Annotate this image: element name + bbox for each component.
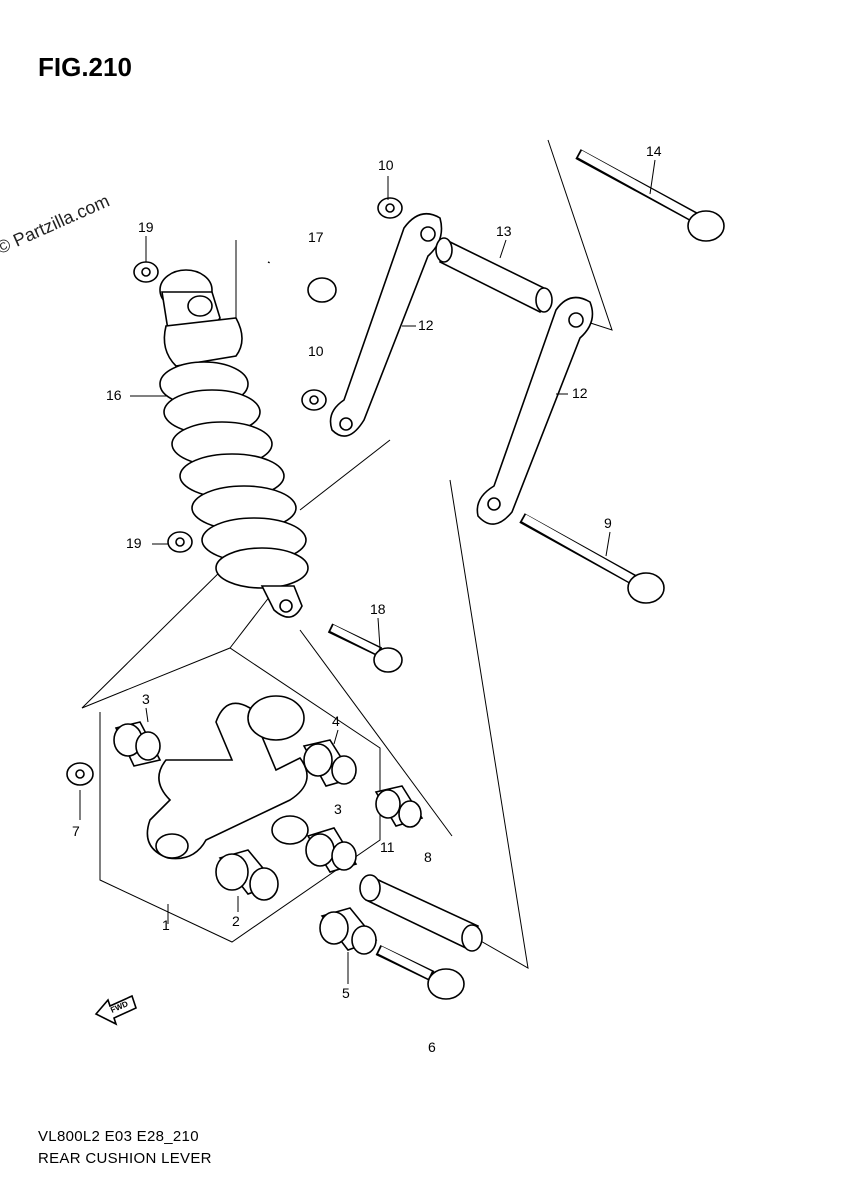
callout-18: 18	[370, 601, 386, 617]
callout-14: 14	[646, 143, 662, 159]
bearing-3-left[interactable]	[113, 721, 162, 767]
callout-19-lower: 19	[126, 535, 142, 551]
rear-shock-absorber[interactable]	[159, 269, 309, 618]
callout-9: 9	[604, 515, 612, 531]
callout-6: 6	[428, 1039, 436, 1055]
callout-8: 8	[424, 849, 432, 865]
callout-13: 13	[496, 223, 512, 239]
spacer-5[interactable]	[319, 907, 378, 955]
cushion-rod-12-right[interactable]	[476, 296, 594, 525]
group-outline-links-lower	[429, 479, 529, 969]
nut-19-upper[interactable]	[133, 261, 159, 283]
callout-2: 2	[232, 913, 240, 929]
spacer-8[interactable]	[359, 874, 483, 952]
callout-10-upper: 10	[378, 157, 394, 173]
callout-5: 5	[342, 985, 350, 1001]
nut-10-upper[interactable]	[377, 197, 403, 219]
nut-10-lower[interactable]	[301, 389, 327, 411]
bearing-3-right[interactable]	[305, 827, 358, 873]
bearing-2[interactable]	[215, 849, 279, 901]
leader-lines	[79, 159, 656, 984]
callout-16: 16	[106, 387, 122, 403]
fwd-arrow-icon: FWD	[94, 994, 137, 1026]
callout-numbers: 19 10 17 13 14 12 10 16 12 19 9 18 3 4 3…	[72, 143, 662, 1055]
bolt-18[interactable]	[327, 623, 403, 673]
spacer-11[interactable]	[374, 785, 424, 828]
nut-19-lower[interactable]	[167, 531, 193, 553]
bolt-9[interactable]	[519, 513, 665, 604]
callout-11: 11	[380, 839, 395, 855]
cushion-rod-12-left[interactable]	[329, 212, 443, 437]
callout-19-upper: 19	[138, 219, 154, 235]
callout-17: 17	[308, 229, 324, 245]
diagram-description: REAR CUSHION LEVER	[38, 1150, 212, 1167]
spacer-13[interactable]	[435, 237, 553, 314]
callout-1: 1	[162, 917, 170, 933]
nut-7[interactable]	[66, 762, 94, 786]
callout-3-left: 3	[142, 691, 150, 707]
bolt-14[interactable]	[575, 149, 725, 242]
callout-4: 4	[332, 713, 340, 729]
cushion-lever-1[interactable]	[146, 695, 309, 860]
diagram-code: VL800L2 E03 E28_210	[38, 1128, 199, 1145]
callout-12-right: 12	[572, 385, 588, 401]
bolt-6[interactable]	[375, 945, 465, 1000]
bearing-4[interactable]	[302, 739, 357, 787]
callout-12-left: 12	[418, 317, 434, 333]
callout-10-lower: 10	[308, 343, 324, 359]
figure-title: FIG.210	[38, 52, 132, 82]
bolt-17[interactable]	[267, 258, 337, 303]
callout-3-right: 3	[334, 801, 342, 817]
callout-7: 7	[72, 823, 80, 839]
